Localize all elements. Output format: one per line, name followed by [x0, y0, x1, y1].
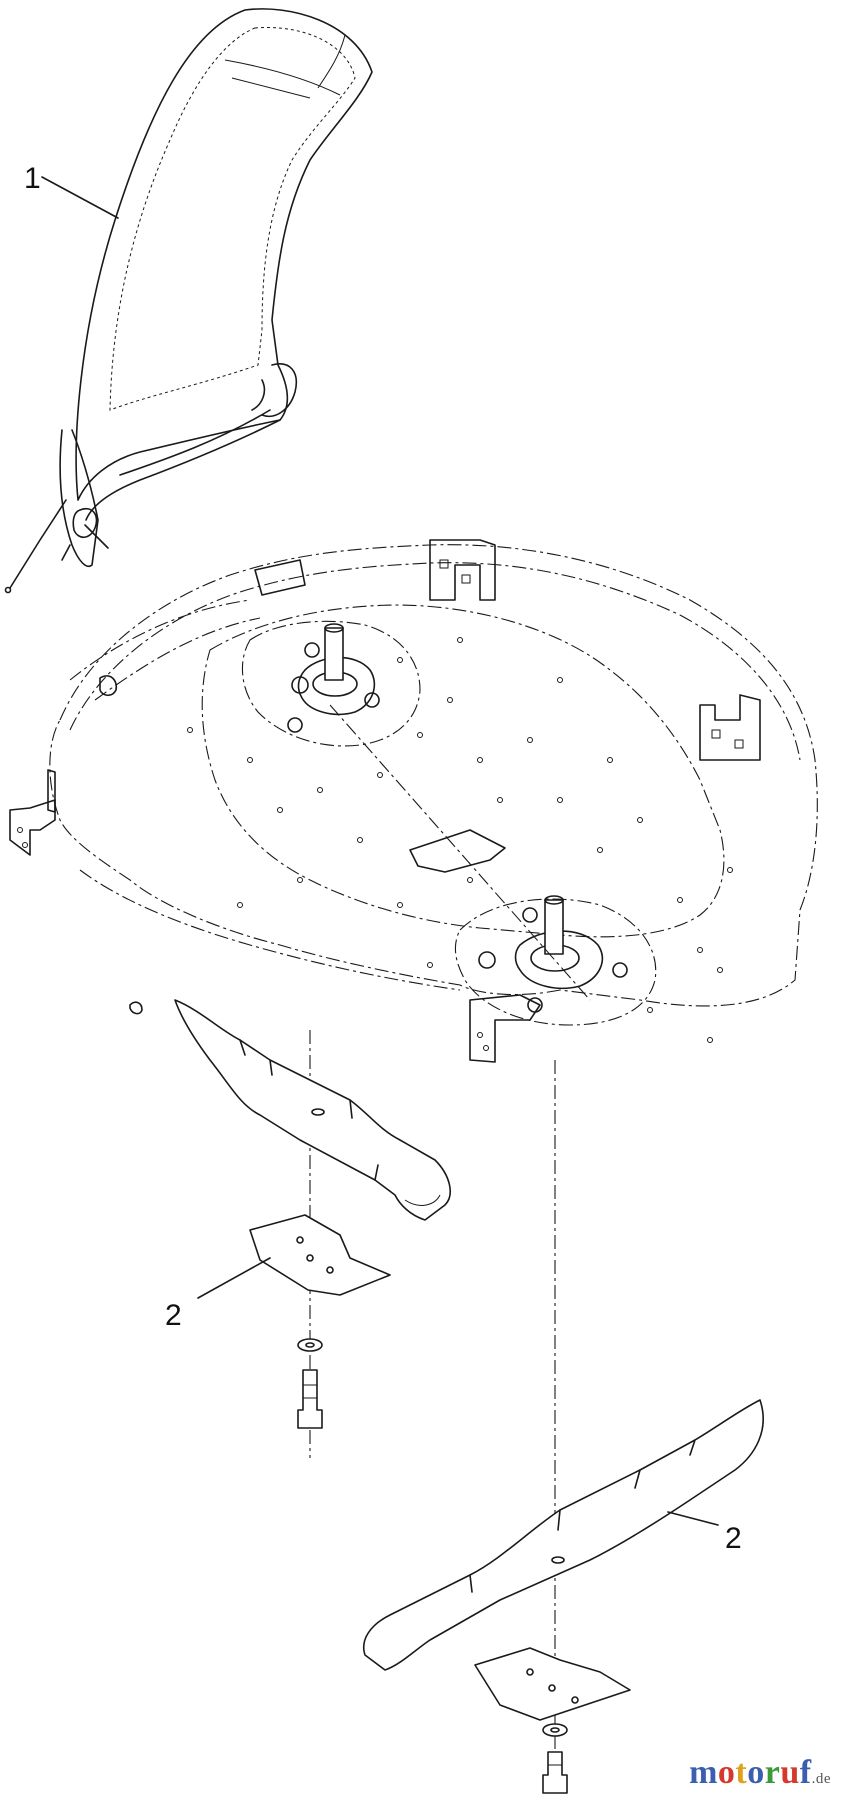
callout-1: 1	[24, 162, 119, 219]
leader-line	[197, 1257, 271, 1299]
discharge-chute	[4, 8, 373, 594]
callout-2-right: 2	[667, 1511, 742, 1555]
mower-deck	[9, 539, 818, 1063]
callout-2-left: 2	[165, 1257, 271, 1332]
callout-number: 1	[24, 162, 41, 195]
watermark-suffix: .de	[811, 1771, 831, 1787]
watermark-letter: m	[689, 1754, 718, 1791]
leader-line	[667, 1511, 719, 1526]
leader-line	[41, 176, 119, 219]
watermark-letter: t	[735, 1754, 748, 1791]
watermark-letter: u	[780, 1754, 800, 1791]
callout-number: 2	[725, 1522, 742, 1555]
blade-left	[174, 999, 451, 1458]
callout-number: 2	[165, 1299, 182, 1332]
watermark-letter: o	[747, 1754, 765, 1791]
watermark-letter: r	[764, 1754, 781, 1791]
watermark-logo: motoruf.de	[689, 1754, 831, 1792]
watermark-letter: f	[799, 1754, 812, 1791]
blade-right	[363, 1060, 764, 1794]
watermark-letter: o	[717, 1754, 736, 1791]
